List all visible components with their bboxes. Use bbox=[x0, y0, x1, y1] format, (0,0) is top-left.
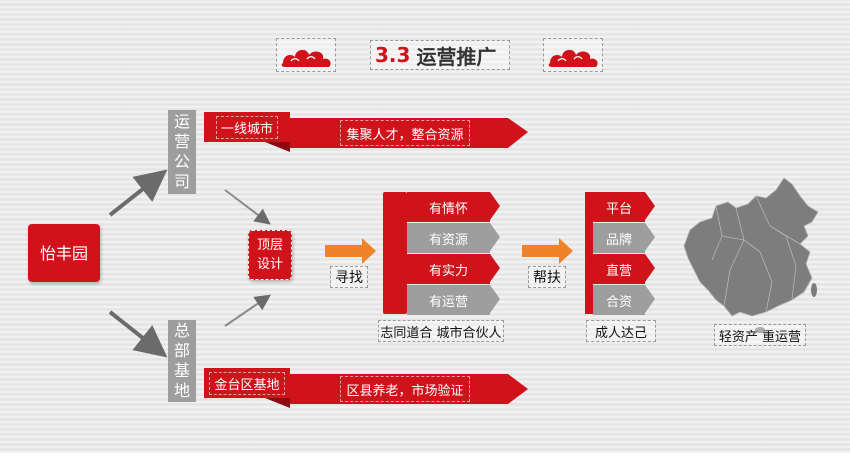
stack2-caption: 成人达己 bbox=[586, 320, 656, 342]
map-caption: 轻资产 重运营 bbox=[714, 324, 806, 346]
stack2-item-1: 平台 bbox=[593, 192, 645, 222]
top-branch-text: 运营公司 bbox=[174, 112, 191, 191]
stack1-item-1: 有情怀 bbox=[407, 192, 490, 222]
center-node: 顶层设计 bbox=[248, 230, 292, 280]
bottom-branch-tag-text: 金台区基地 bbox=[209, 371, 285, 395]
top-branch-arrow-text: 集聚人才，整合资源 bbox=[340, 120, 470, 146]
top-branch-tag: 一线城市 bbox=[204, 112, 290, 142]
bottom-ribbon-arrow bbox=[290, 374, 528, 404]
stack2-tab-2 bbox=[645, 223, 655, 251]
cloud-ornament-left bbox=[276, 38, 336, 72]
stack1-item-2: 有资源 bbox=[407, 223, 490, 253]
stack1: 有情怀 有资源 有实力 有运营 bbox=[407, 192, 490, 315]
bottom-branch-text: 总部基地 bbox=[174, 321, 191, 400]
arrow-to-bottom-branch bbox=[108, 310, 168, 358]
stack1-item-3: 有实力 bbox=[407, 254, 490, 284]
stack2-backing bbox=[585, 192, 593, 314]
stack1-tab-2 bbox=[490, 223, 500, 251]
stack2-tab-1 bbox=[645, 192, 655, 220]
cloud-icon bbox=[281, 49, 331, 67]
stack2-tab-3 bbox=[645, 254, 655, 282]
stack2: 平台 品牌 直营 合资 bbox=[593, 192, 645, 315]
top-branch-label: 运营公司 bbox=[168, 110, 196, 194]
source-node: 怡丰园 bbox=[28, 224, 100, 282]
bottom-ribbon-fold bbox=[260, 396, 290, 408]
stack1-tab-3 bbox=[490, 254, 500, 282]
title-number: 3.3 bbox=[375, 43, 411, 67]
hainan-island bbox=[755, 327, 765, 333]
stack2-item-4: 合资 bbox=[593, 285, 645, 315]
cloud-ornament-right bbox=[543, 38, 603, 72]
orange-arrow-2 bbox=[522, 238, 573, 264]
orange-arrow-1 bbox=[325, 238, 376, 264]
page-title: 3.3 运营推广 bbox=[370, 40, 510, 70]
stack1-tab-4 bbox=[490, 285, 500, 313]
china-map-borders bbox=[711, 195, 801, 313]
stack2-item-3: 直营 bbox=[593, 254, 645, 284]
stack1-caption: 志同道合 城市合伙人 bbox=[378, 320, 504, 342]
cloud-icon bbox=[548, 49, 598, 67]
bottom-branch-label: 总部基地 bbox=[168, 320, 196, 402]
stack2-item-2: 品牌 bbox=[593, 223, 645, 253]
china-map-icon bbox=[683, 177, 819, 317]
top-ribbon-fold bbox=[260, 140, 290, 152]
stack1-backing bbox=[383, 192, 407, 314]
arrow-to-top-branch bbox=[108, 169, 168, 217]
step2-label: 帮扶 bbox=[528, 266, 566, 288]
arrow-bottom-to-center bbox=[224, 294, 271, 327]
bottom-branch-arrow-text: 区县养老，市场验证 bbox=[340, 376, 470, 402]
top-branch-tag-text: 一线城市 bbox=[215, 115, 278, 139]
stack1-item-4: 有运营 bbox=[407, 285, 490, 315]
center-node-text: 顶层设计 bbox=[256, 238, 283, 272]
top-ribbon-arrow bbox=[290, 118, 528, 148]
stack1-tab-1 bbox=[490, 192, 500, 220]
taiwan-island bbox=[811, 283, 817, 297]
arrow-top-to-center bbox=[224, 189, 271, 225]
title-text: 运营推广 bbox=[416, 44, 497, 69]
bottom-branch-tag: 金台区基地 bbox=[204, 368, 290, 398]
step1-label: 寻找 bbox=[330, 266, 368, 288]
stack2-tab-4 bbox=[645, 285, 655, 313]
